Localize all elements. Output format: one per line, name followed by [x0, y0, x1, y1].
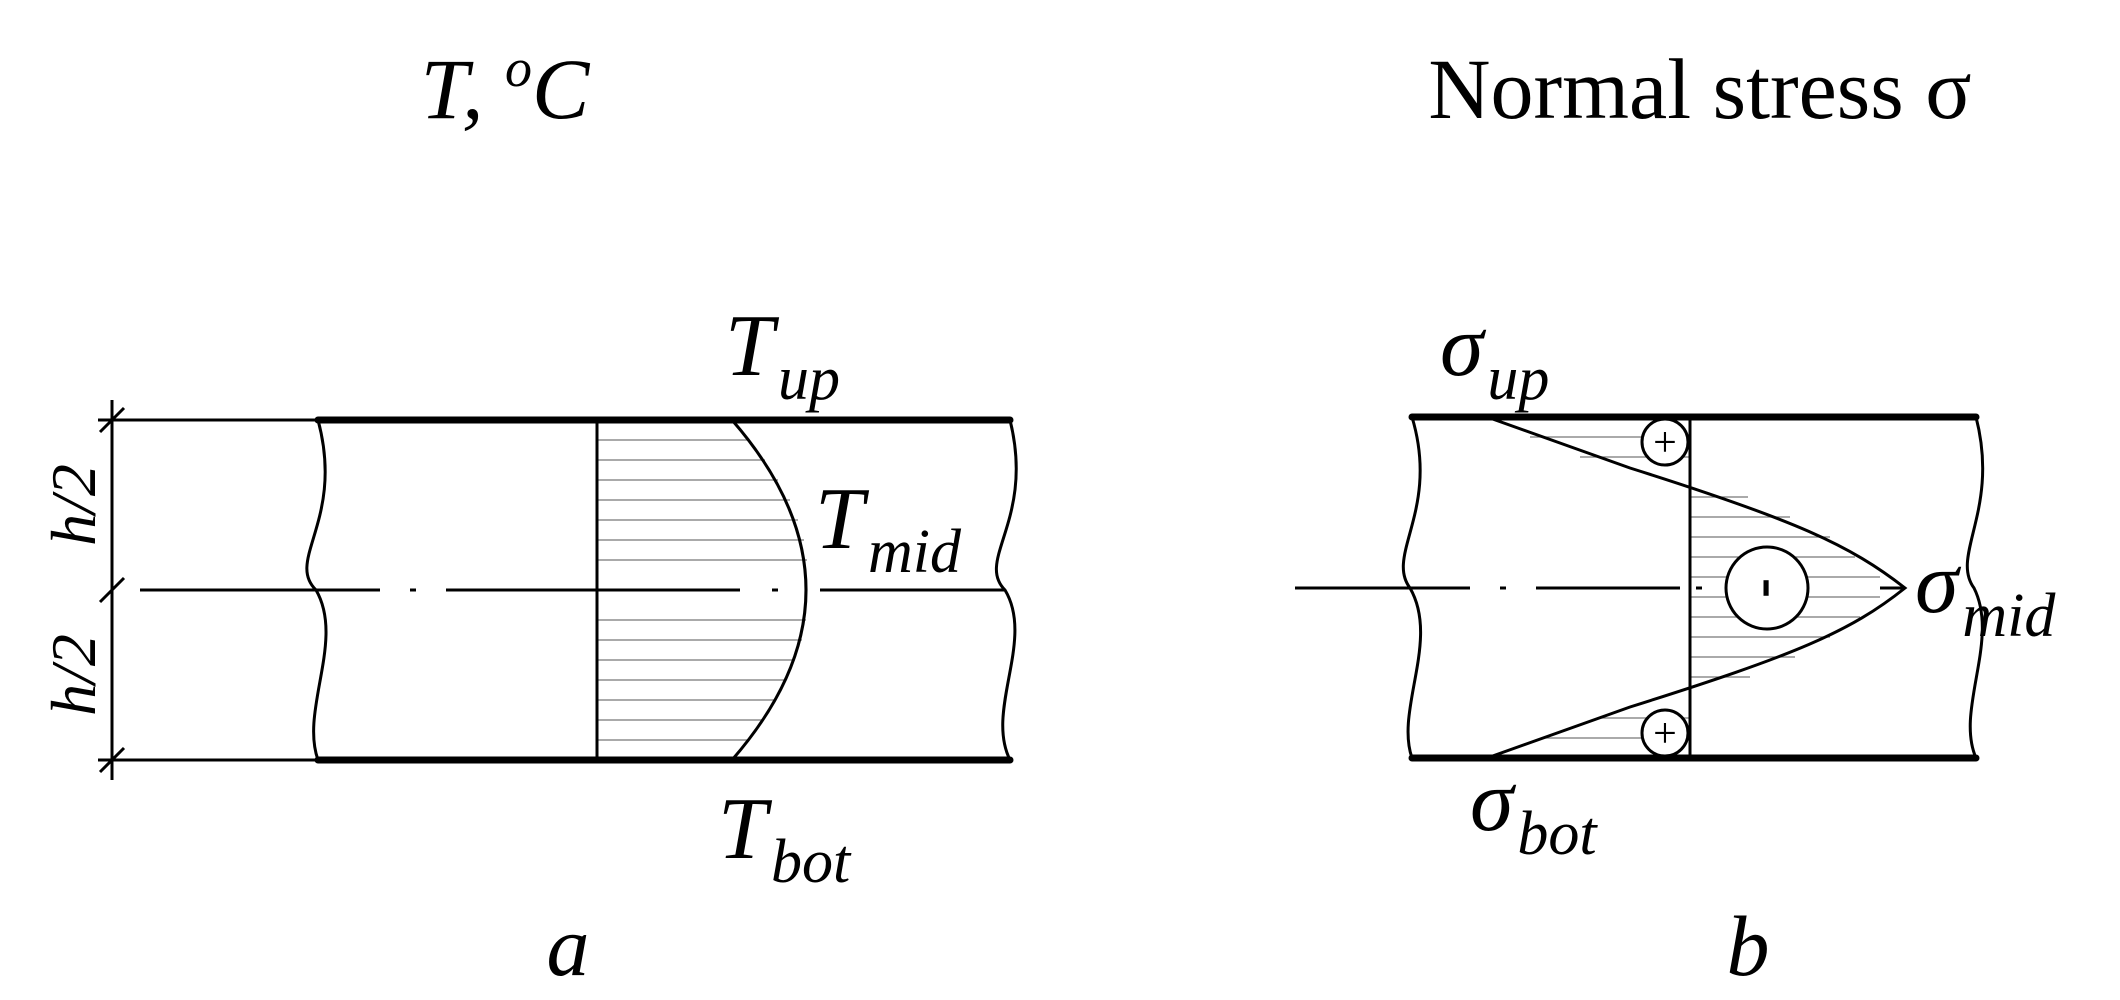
panel-b-caption: b [1727, 898, 1770, 994]
label-t-bot: Tbot [718, 781, 852, 896]
label-sigma-mid: σmid [1915, 535, 2056, 650]
beam-b-right-break [1965, 416, 1985, 759]
panel-a: T, oC [38, 38, 1018, 994]
minus-sign-marker: - [1724, 545, 1810, 631]
label-sigma-bot: σbot [1470, 753, 1598, 868]
panel-a-caption: a [547, 898, 590, 994]
label-sigma-up: σup [1440, 298, 1549, 413]
label-t-mid: Tmid [815, 471, 962, 586]
panel-b-title: Normal stress σ [1428, 41, 1971, 137]
svg-text:+: + [1653, 420, 1677, 466]
plus-sign-top-marker: + [1640, 417, 1690, 467]
dimension-label-lower-half: h/2 [38, 634, 109, 716]
panel-b: Normal stress σ [1295, 41, 2056, 994]
temperature-profile-hatching [597, 439, 807, 741]
svg-text:-: - [1739, 578, 1805, 598]
label-t-up: Tup [725, 298, 840, 413]
plus-sign-bottom-marker: + [1640, 708, 1690, 758]
temperature-profile-curve [730, 419, 808, 761]
thickness-dimension [98, 400, 318, 780]
panel-a-title: T, oC [421, 38, 591, 137]
dimension-label-upper-half: h/2 [38, 464, 109, 546]
svg-text:+: + [1653, 711, 1677, 757]
